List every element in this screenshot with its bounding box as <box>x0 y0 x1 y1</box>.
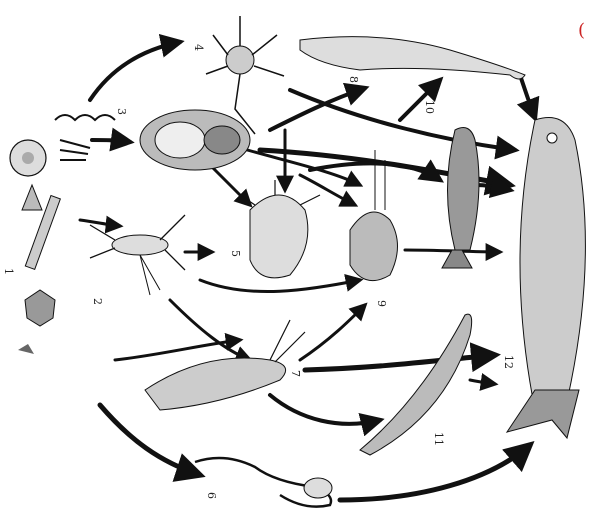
organism-medusa <box>240 180 320 278</box>
organism-amphipod <box>195 458 332 507</box>
diatom-spine <box>60 140 90 160</box>
label-2: 2 <box>91 298 104 305</box>
organism-ciliate <box>140 110 250 170</box>
organism-herring <box>507 118 585 439</box>
fish-larvae-lines <box>375 150 385 210</box>
label-6: 6 <box>205 492 218 499</box>
chaetoceros-chain <box>55 115 115 120</box>
label-7: 7 <box>289 370 302 377</box>
label-10: 10 <box>423 100 436 114</box>
diatom-disc-center <box>22 152 34 164</box>
arrow-1-to-4 <box>90 42 180 100</box>
label-9: 9 <box>375 300 388 307</box>
label-4: 4 <box>192 44 205 51</box>
label-8: 8 <box>347 76 360 83</box>
nauplius-body <box>226 46 254 74</box>
arrow-1-to-3 <box>92 140 130 142</box>
herring-body <box>520 118 585 411</box>
coccolith-icon <box>25 290 55 326</box>
arrow-7-to-12 <box>305 355 495 370</box>
label-5: 5 <box>229 250 242 257</box>
copepod-tail <box>140 255 160 295</box>
arrow-1-to-2 <box>80 220 120 226</box>
arrows <box>80 42 535 500</box>
copepod-body <box>112 235 168 255</box>
larval-fish-body <box>300 37 525 79</box>
arrow-1-to-6 <box>100 405 200 475</box>
label-12: 12 <box>502 355 515 369</box>
arrow-7-to-11 <box>270 395 380 424</box>
shrimp-antennae <box>270 320 305 362</box>
arrow-11-to-12 <box>470 380 495 384</box>
small-phyto-icon <box>18 344 34 354</box>
arrow-2-to-9 <box>200 280 360 292</box>
margin-annotation: ( <box>578 20 585 41</box>
organism-sand-eel <box>360 314 472 455</box>
amphipod-head <box>304 478 332 498</box>
medusa-body <box>250 195 308 278</box>
label-11: 11 <box>432 432 445 446</box>
organism-phytoplankton-group <box>10 115 115 354</box>
shrimp-body <box>145 358 286 410</box>
arrow-3-to-8 <box>270 88 365 130</box>
dinoflagellate-icon <box>22 185 42 210</box>
ciliate-inner-2 <box>204 126 240 154</box>
ciliate-inner <box>155 122 205 158</box>
label-3: 3 <box>115 108 128 115</box>
small-fish-body <box>448 128 480 250</box>
sand-eel-body <box>360 314 472 455</box>
herring-tail <box>507 390 579 438</box>
arrow-3-to-5 <box>210 165 250 205</box>
label-1: 1 <box>2 268 15 275</box>
organism-copepod <box>90 215 185 295</box>
fish-larvae-body <box>350 212 398 281</box>
organism-larval-fish <box>300 37 525 79</box>
arrow-7-to-9 <box>300 305 365 360</box>
arrow-8-to-12 <box>520 75 535 118</box>
organism-fish-larvae <box>350 150 398 281</box>
herring-eye <box>547 133 557 143</box>
organism-shrimp <box>145 320 305 410</box>
organism-small-fish <box>442 128 479 268</box>
